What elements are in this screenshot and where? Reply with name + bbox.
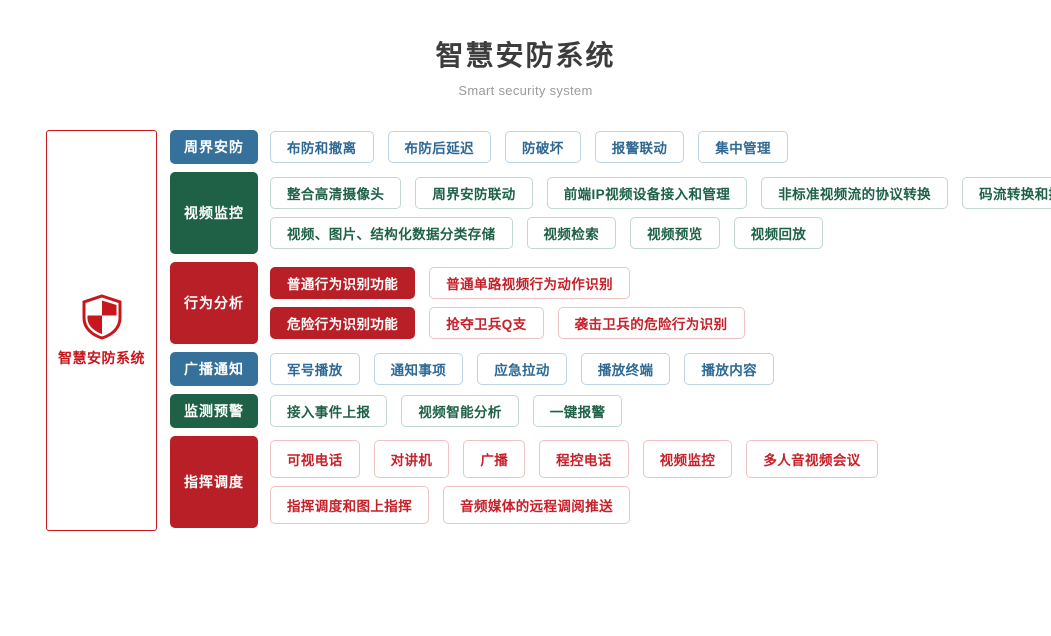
feature-chip[interactable]: 播放终端 [580,353,671,385]
item-line: 可视电话对讲机广播程控电话视频监控多人音视频会议 [270,440,1036,478]
feature-chip[interactable]: 视频、图片、结构化数据分类存储 [270,217,513,249]
shield-icon [81,293,123,340]
feature-chip[interactable]: 接入事件上报 [270,395,388,427]
item-line: 指挥调度和图上指挥音频媒体的远程调阅推送 [270,486,1036,524]
feature-chip[interactable]: 视频智能分析 [401,395,519,427]
feature-chip[interactable]: 普通行为识别功能 [270,267,416,299]
category-label-5[interactable]: 监测预警 [170,394,258,428]
feature-chip[interactable]: 一键报警 [532,395,623,427]
category-row: 行为分析普通行为识别功能普通单路视频行为动作识别危险行为识别功能抢夺卫兵Q支袭击… [170,262,1036,344]
feature-chip[interactable]: 危险行为识别功能 [270,307,416,339]
feature-chip[interactable]: 袭击卫兵的危险行为识别 [557,307,745,339]
category-items: 可视电话对讲机广播程控电话视频监控多人音视频会议指挥调度和图上指挥音频媒体的远程… [270,436,1036,528]
feature-chip[interactable]: 报警联动 [594,131,685,163]
feature-chip[interactable]: 军号播放 [270,353,360,385]
feature-chip[interactable]: 程控电话 [539,440,629,478]
feature-chip[interactable]: 集中管理 [698,131,788,163]
item-line: 视频、图片、结构化数据分类存储视频检索视频预览视频回放 [270,217,1051,249]
category-row: 视频监控整合高清摄像头周界安防联动前端IP视频设备接入和管理非标准视频流的协议转… [170,172,1051,254]
category-label-3[interactable]: 行为分析 [170,262,258,344]
feature-chip[interactable]: 指挥调度和图上指挥 [270,486,430,524]
feature-chip[interactable]: 播放内容 [684,353,775,385]
category-label-2[interactable]: 视频监控 [170,172,258,254]
feature-chip[interactable]: 前端IP视频设备接入和管理 [546,177,748,209]
feature-chip[interactable]: 普通单路视频行为动作识别 [429,267,631,299]
feature-chip[interactable]: 视频预览 [630,217,720,249]
category-list: 周界安防布防和撤离布防后延迟防破坏报警联动集中管理视频监控整合高清摄像头周界安防… [170,130,1051,536]
item-line: 布防和撤离布防后延迟防破坏报警联动集中管理 [270,131,1036,163]
category-items: 接入事件上报视频智能分析一键报警 [270,394,1036,428]
feature-chip[interactable]: 非标准视频流的协议转换 [761,177,949,209]
feature-chip[interactable]: 码流转换和接口转换 [962,177,1051,209]
category-row: 周界安防布防和撤离布防后延迟防破坏报警联动集中管理 [170,130,1036,164]
category-row: 指挥调度可视电话对讲机广播程控电话视频监控多人音视频会议指挥调度和图上指挥音频媒… [170,436,1036,528]
feature-chip[interactable]: 布防后延迟 [387,131,491,163]
feature-chip[interactable]: 防破坏 [505,131,581,163]
category-label-1[interactable]: 周界安防 [170,130,258,164]
feature-chip[interactable]: 周界安防联动 [415,177,533,209]
feature-chip[interactable]: 广播 [463,440,526,478]
feature-chip[interactable]: 抢夺卫兵Q支 [429,307,544,339]
feature-chip[interactable]: 布防和撤离 [270,131,374,163]
category-items: 普通行为识别功能普通单路视频行为动作识别危险行为识别功能抢夺卫兵Q支袭击卫兵的危… [270,262,1036,344]
feature-chip[interactable]: 对讲机 [373,440,450,478]
brand-name: 智慧安防系统 [58,349,145,366]
category-label-6[interactable]: 指挥调度 [170,436,258,528]
category-items: 布防和撤离布防后延迟防破坏报警联动集中管理 [270,130,1036,164]
page-subtitle: Smart security system [458,83,593,98]
feature-chip[interactable]: 可视电话 [270,440,360,478]
item-line: 危险行为识别功能抢夺卫兵Q支袭击卫兵的危险行为识别 [270,307,1036,339]
page-title: 智慧安防系统 [435,40,616,71]
feature-chip[interactable]: 音频媒体的远程调阅推送 [443,486,631,524]
category-items: 军号播放通知事项应急拉动播放终端播放内容 [270,352,1036,386]
category-label-4[interactable]: 广播通知 [170,352,258,386]
category-row: 监测预警接入事件上报视频智能分析一键报警 [170,394,1036,428]
feature-chip[interactable]: 视频回放 [733,217,824,249]
feature-chip[interactable]: 视频监控 [642,440,733,478]
category-items: 整合高清摄像头周界安防联动前端IP视频设备接入和管理非标准视频流的协议转换码流转… [270,172,1051,254]
feature-chip[interactable]: 整合高清摄像头 [270,177,402,209]
item-line: 普通行为识别功能普通单路视频行为动作识别 [270,267,1036,299]
page-header: 智慧安防系统 Smart security system [0,38,1051,101]
feature-chip[interactable]: 应急拉动 [477,353,567,385]
brand-panel: 智慧安防系统 [46,130,157,531]
feature-chip[interactable]: 视频检索 [526,217,617,249]
feature-chip[interactable]: 通知事项 [373,353,464,385]
feature-chip[interactable]: 多人音视频会议 [746,440,878,478]
item-line: 军号播放通知事项应急拉动播放终端播放内容 [270,353,1036,385]
item-line: 接入事件上报视频智能分析一键报警 [270,395,1036,427]
category-row: 广播通知军号播放通知事项应急拉动播放终端播放内容 [170,352,1036,386]
item-line: 整合高清摄像头周界安防联动前端IP视频设备接入和管理非标准视频流的协议转换码流转… [270,177,1051,209]
